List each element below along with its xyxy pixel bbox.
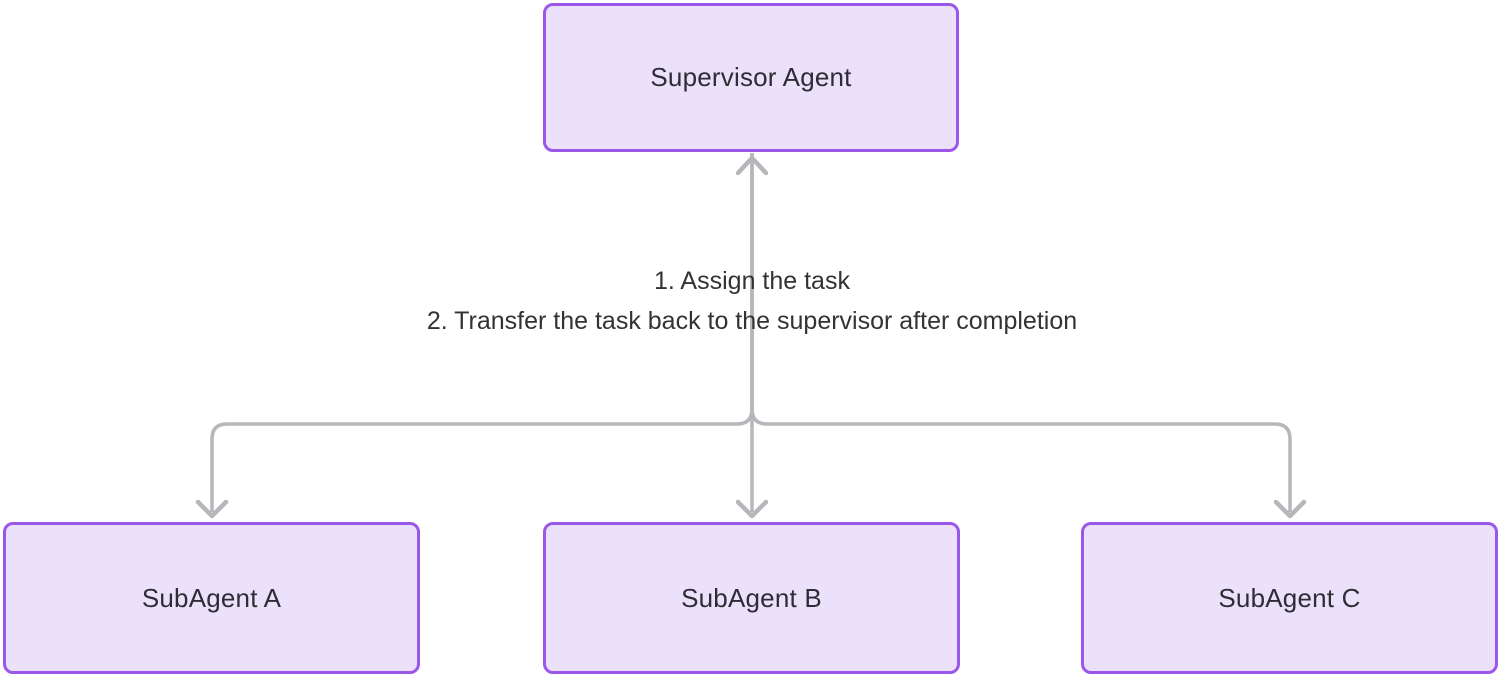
arrowhead-up-icon [735,155,769,176]
node-subagent-b-label: SubAgent B [681,582,822,613]
node-supervisor-agent: Supervisor Agent [543,3,959,152]
edge-label-line-2: 2. Transfer the task back to the supervi… [426,307,1078,335]
node-subagent-c-label: SubAgent C [1218,582,1361,613]
edge-supervisor-to-subagent-c [750,153,1292,512]
node-subagent-a-label: SubAgent A [141,582,282,613]
arrowhead-down-icon [1273,499,1307,519]
node-subagent-c: SubAgent C [1081,522,1498,674]
arrowhead-down-icon [195,499,229,519]
edge-label-line-1: 1. Assign the task [654,267,850,295]
node-subagent-b: SubAgent B [543,522,960,674]
node-subagent-a: SubAgent A [3,522,420,674]
arrowhead-down-icon [735,499,769,519]
edge-label: 1. Assign the task 2. Transfer the task … [292,261,1212,341]
node-supervisor-agent-label: Supervisor Agent [650,62,852,92]
